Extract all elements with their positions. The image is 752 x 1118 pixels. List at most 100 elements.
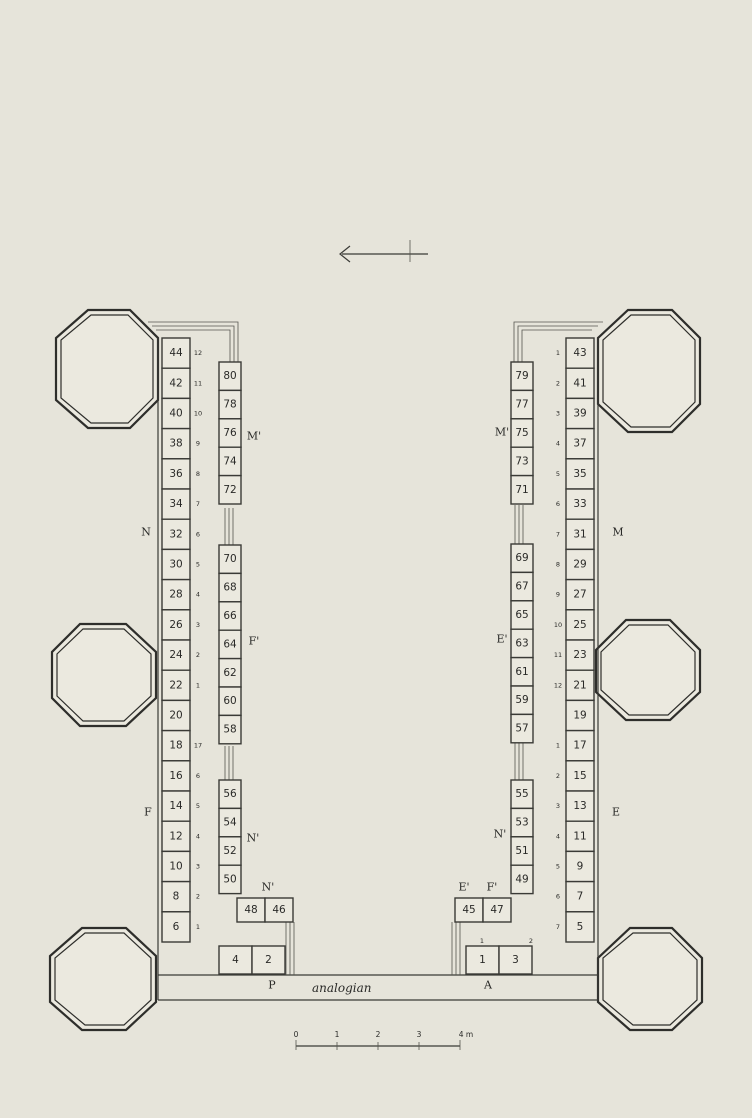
left-outer-index: 4 [196,832,200,840]
cell-63: 63 [510,628,534,659]
cell-number: 18 [169,740,182,752]
cell-number: 1 [479,954,486,966]
cell-17: 17 [565,729,595,762]
cell-46: 46 [264,897,294,923]
cell-number: 67 [515,581,528,593]
cell-28: 28 [161,578,191,611]
cell-box [218,474,242,505]
cell-box [510,713,534,744]
cell-50: 50 [218,864,242,895]
cell-75: 75 [510,418,534,448]
cell-number: 45 [462,904,475,916]
cell-3: 3 [498,945,533,975]
cell-number: 58 [223,724,236,736]
cell-2: 2 [251,945,286,975]
cell-15: 15 [565,760,595,792]
right-outer-index: 7 [556,530,560,538]
cell-number: 59 [515,694,528,706]
cell-77: 77 [510,389,534,420]
sector-label-E: E [612,806,620,819]
cell-number: 46 [272,904,286,916]
cell-number: 21 [573,679,586,691]
left-outer-index: 11 [194,379,202,387]
right-outer-index: 6 [556,500,560,508]
right-outer-index: 12 [554,681,562,689]
cell-box [161,699,191,732]
cell-box [236,897,266,923]
cell-box [565,518,595,551]
cell-38: 38 [161,427,191,460]
cell-number: 43 [573,347,586,359]
cell-41: 41 [565,367,595,400]
cell-number: 48 [244,904,257,916]
cell-25: 25 [565,609,595,641]
cell-80: 80 [218,361,242,392]
cell-number: 3 [512,954,519,966]
cell-number: 54 [223,817,237,829]
cell-32: 32 [161,518,191,551]
left-outer-index: 1 [196,923,200,931]
sector-label-F: F [144,806,152,819]
cell-55: 55 [510,779,534,810]
cell-12: 12 [161,820,191,853]
entry-index: 2 [529,937,533,945]
cell-number: 68 [223,582,236,594]
cell-number: 40 [169,408,182,420]
cell-box [498,945,533,975]
north-arrow [339,240,428,263]
cell-47: 47 [482,897,512,923]
cell-number: 8 [173,891,180,903]
cell-70: 70 [218,544,242,575]
cell-number: 34 [169,498,183,510]
cell-number: 50 [223,873,236,885]
cell-number: 14 [169,800,183,812]
cell-27: 27 [565,578,595,611]
right-outer-index: 1 [556,349,560,357]
left-outer-index: 5 [196,561,200,569]
cell-box [465,945,500,975]
cell-box [161,669,191,702]
cell-number: 49 [515,873,528,885]
sector-label-Np_r: N' [494,828,507,841]
cell-number: 26 [169,619,183,631]
cell-box [161,367,191,400]
cell-number: 62 [223,667,236,679]
cell-60: 60 [218,686,242,717]
cell-box [161,911,191,943]
right-outer-index: 5 [556,470,560,478]
cell-number: 66 [223,610,237,622]
cell-number: 33 [573,498,586,510]
cell-number: 63 [515,637,528,649]
cell-58: 58 [218,714,242,745]
cell-number: 27 [573,589,586,601]
left-outer-index: 4 [196,591,200,599]
cell-65: 65 [510,600,534,630]
cell-number: 79 [515,370,528,382]
sector-label-N: N [141,526,151,539]
cell-number: 2 [265,954,272,966]
cell-number: 31 [573,528,586,540]
cell-number: 24 [169,649,183,661]
left-outer-index: 7 [196,500,200,508]
right-outer-index: 7 [556,923,560,931]
cell-35: 35 [565,458,595,490]
sector-label-Ep_r: E' [496,633,507,646]
sector-label-Fp2_r: F' [487,881,498,894]
cell-number: 32 [169,528,182,540]
cell-box [161,488,191,520]
cell-1: 1 [465,945,500,975]
cell-number: 20 [169,710,182,722]
cell-number: 13 [573,800,586,812]
left-outer-index: 3 [196,621,200,629]
left-outer-index: 2 [196,893,200,901]
right-outer-index: 11 [554,651,562,659]
sector-label-Mp_r: M' [495,426,509,439]
sector-label-A: A [483,979,493,992]
cell-61: 61 [510,656,534,687]
cell-number: 55 [515,788,528,800]
cell-14: 14 [161,790,191,822]
cell-box [218,864,242,895]
left-outer-index: 10 [194,410,202,418]
cell-number: 9 [577,861,584,873]
right-outer-index: 1 [556,742,560,750]
